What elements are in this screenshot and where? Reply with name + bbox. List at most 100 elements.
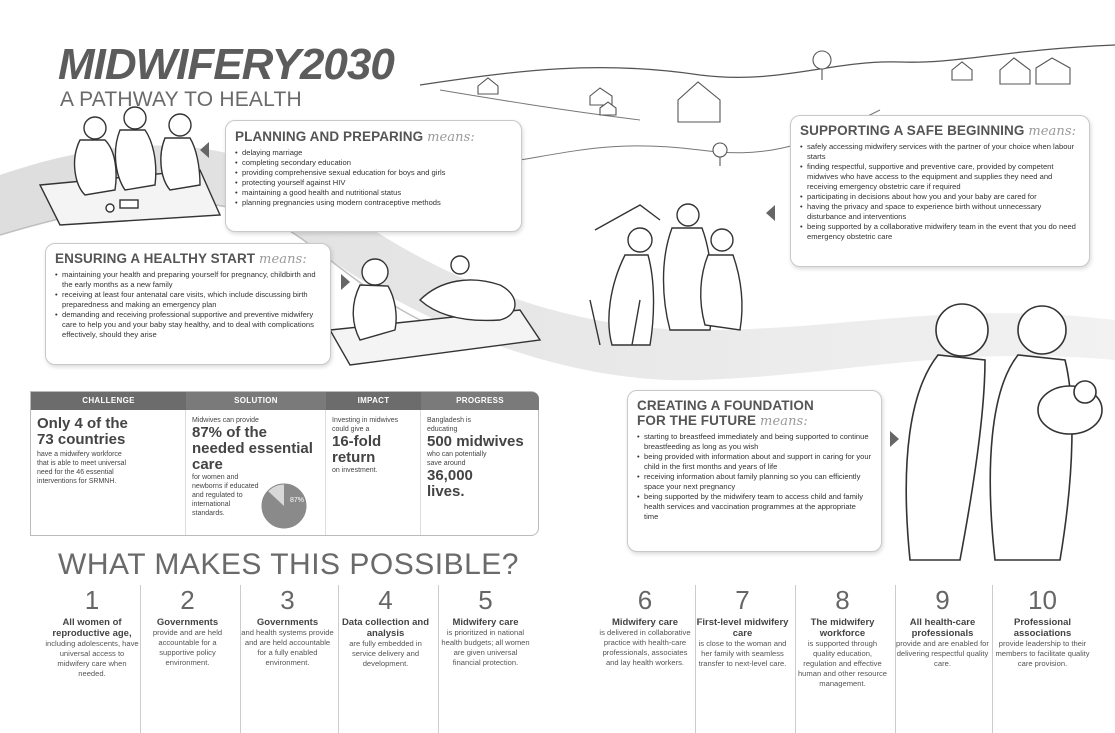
- challenge-big: Only 4 of the 73 countries: [37, 415, 128, 448]
- healthy-start-card: ENSURING A HEALTHY START means: maintain…: [45, 243, 331, 365]
- safe-beginning-list: safely accessing midwifery services with…: [800, 142, 1080, 242]
- planning-title: PLANNING AND PREPARING means:: [235, 129, 512, 145]
- possible-item-7: 7 First-level midwifery care is close to…: [695, 585, 789, 733]
- stat-header-impact: IMPACT: [326, 392, 421, 410]
- foundation-title-line2: FOR THE FUTURE: [637, 413, 757, 428]
- list-item: being provided with information about an…: [637, 452, 872, 472]
- arrow-right-icon: [890, 431, 899, 447]
- safe-beginning-title-text: SUPPORTING A SAFE BEGINNING: [800, 123, 1025, 138]
- item-number: 8: [835, 585, 850, 615]
- item-lead: Midwifery care: [452, 617, 519, 628]
- healthy-start-means: means:: [259, 252, 307, 267]
- item-number: 7: [735, 585, 750, 615]
- page-title: MIDWIFERY2030: [58, 40, 395, 89]
- list-item: being supported by a collaborative midwi…: [800, 222, 1080, 242]
- item-text: is supported through quality education, …: [797, 639, 888, 688]
- possible-item-5: 5 Midwifery care is prioritized in natio…: [438, 585, 532, 733]
- item-text: provide and are held accountable for a s…: [152, 628, 223, 667]
- safe-beginning-means: means:: [1028, 124, 1077, 139]
- stat-impact: Investing in midwives could give a 16-fo…: [326, 410, 421, 535]
- item-lead: Data collection and analysis: [341, 617, 430, 639]
- possible-item-1: 1 All women of reproductive age, includi…: [45, 585, 139, 733]
- list-item: planning pregnancies using modern contra…: [235, 198, 512, 208]
- list-item: maintaining a good health and nutritiona…: [235, 188, 512, 198]
- possible-item-10: 10 Professional associations provide lea…: [992, 585, 1092, 733]
- item-text: provide and are enabled for delivering r…: [896, 639, 989, 668]
- page-subtitle: A PATHWAY TO HEALTH: [60, 88, 302, 111]
- item-number: 2: [180, 585, 195, 615]
- list-item: finding respectful, supportive and preve…: [800, 162, 1080, 192]
- planning-means: means:: [427, 130, 475, 145]
- item-number: 4: [378, 585, 393, 615]
- foundation-title-line1: CREATING A FOUNDATION: [637, 398, 814, 413]
- safe-beginning-title: SUPPORTING A SAFE BEGINNING means:: [800, 123, 1080, 139]
- item-text: and health systems provide and are held …: [241, 628, 334, 667]
- item-number: 10: [1028, 585, 1057, 615]
- item-number: 1: [84, 585, 100, 615]
- impact-pre: Investing in midwives could give a: [332, 417, 399, 433]
- item-lead: First-level midwifery care: [696, 617, 789, 639]
- impact-small: on investment.: [332, 467, 378, 474]
- possible-item-9: 9 All health-care professionals provide …: [895, 585, 989, 733]
- item-number: 6: [637, 585, 653, 615]
- stat-challenge: Only 4 of the 73 countries have a midwif…: [31, 410, 186, 535]
- list-item: being supported by the midwifery team to…: [637, 492, 872, 522]
- item-lead: All women of reproductive age,: [52, 617, 132, 639]
- list-item: starting to breastfeed immediately and b…: [637, 432, 872, 452]
- challenge-small: have a midwifery workforce that is able …: [37, 451, 127, 485]
- item-text: including adolescents, have universal ac…: [45, 639, 139, 678]
- solution-pie-chart: 87%: [261, 483, 307, 529]
- list-item: maintaining your health and preparing yo…: [55, 270, 321, 290]
- item-text: is close to the woman and her family wit…: [698, 639, 787, 668]
- stat-header-challenge: CHALLENGE: [31, 392, 186, 410]
- planning-list: delaying marriage completing secondary e…: [235, 148, 512, 208]
- item-text: is delivered in collaborative practice w…: [599, 628, 691, 667]
- item-lead: Governments: [156, 617, 219, 628]
- planning-title-text: PLANNING AND PREPARING: [235, 129, 424, 144]
- list-item: completing secondary education: [235, 158, 512, 168]
- item-lead: The midwifery workforce: [810, 617, 875, 639]
- solution-small: for women and newborns if educated and r…: [192, 474, 259, 517]
- possible-item-6: 6 Midwifery care is delivered in collabo…: [598, 585, 692, 733]
- healthy-start-list: maintaining your health and preparing yo…: [55, 270, 321, 340]
- healthy-start-title-text: ENSURING A HEALTHY START: [55, 251, 256, 266]
- item-number: 5: [478, 585, 493, 615]
- arrow-left-icon: [200, 142, 209, 158]
- safe-beginning-card: SUPPORTING A SAFE BEGINNING means: safel…: [790, 115, 1090, 267]
- foundation-list: starting to breastfeed immediately and b…: [637, 432, 872, 522]
- solution-big: 87% of the needed essential care: [192, 424, 313, 473]
- item-lead: Governments: [256, 617, 319, 628]
- list-item: delaying marriage: [235, 148, 512, 158]
- stat-progress: Bangladesh is educating 500 midwives who…: [421, 410, 539, 535]
- possible-title: WHAT MAKES THIS POSSIBLE?: [58, 548, 519, 581]
- stat-header-solution: SOLUTION: [186, 392, 326, 410]
- item-text: are fully embedded in service delivery a…: [349, 639, 422, 668]
- list-item: receiving at least four antenatal care v…: [55, 290, 321, 310]
- solution-pre: Midwives can provide: [192, 417, 259, 424]
- progress-pre: Bangladesh is educating: [427, 417, 471, 433]
- possible-item-2: 2 Governments provide and are held accou…: [140, 585, 234, 733]
- list-item: receiving information about family plann…: [637, 472, 872, 492]
- item-lead: Professional associations: [1013, 617, 1072, 639]
- possible-item-3: 3 Governments and health systems provide…: [240, 585, 334, 733]
- item-text: is prioritized in national health budget…: [441, 628, 530, 667]
- progress-big: 500 midwives: [427, 433, 524, 450]
- planning-card: PLANNING AND PREPARING means: delaying m…: [225, 120, 522, 232]
- possible-item-8: 8 The midwifery workforce is supported t…: [795, 585, 889, 733]
- stats-panel: CHALLENGE SOLUTION IMPACT PROGRESS Only …: [30, 391, 539, 536]
- impact-big: 16-fold return: [332, 433, 382, 466]
- pie-slice-87: [262, 484, 306, 528]
- possible-item-4: 4 Data collection and analysis are fully…: [338, 585, 432, 733]
- item-lead: All health-care professionals: [909, 617, 976, 639]
- list-item: providing comprehensive sexual education…: [235, 168, 512, 178]
- foundation-means: means:: [760, 414, 808, 429]
- list-item: protecting yourself against HIV: [235, 178, 512, 188]
- list-item: safely accessing midwifery services with…: [800, 142, 1080, 162]
- stat-header-progress: PROGRESS: [421, 392, 539, 410]
- arrow-left-icon: [766, 205, 775, 221]
- item-number: 9: [935, 585, 950, 615]
- item-text: provide leadership to their members to f…: [995, 639, 1090, 668]
- stat-solution: Midwives can provide 87% of the needed e…: [186, 410, 326, 535]
